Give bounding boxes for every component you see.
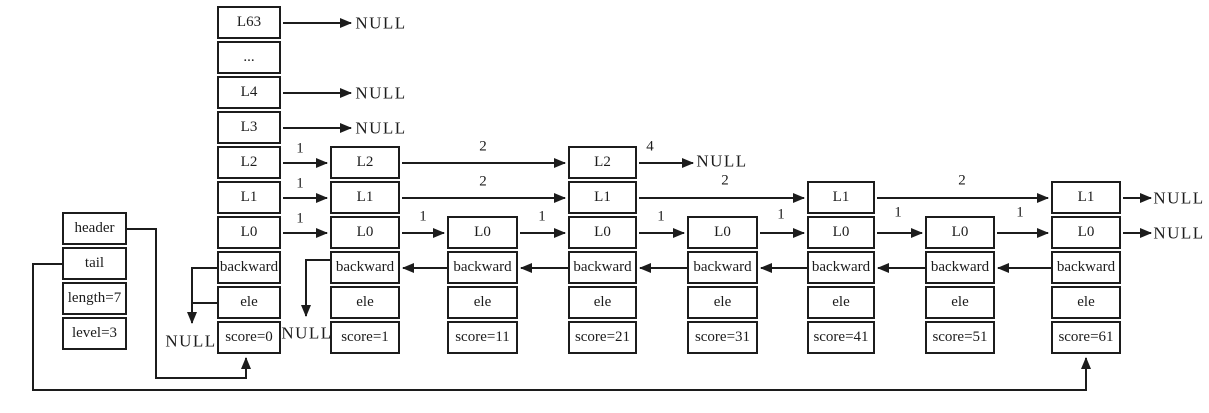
span-label-L1-1: 1 (296, 175, 304, 192)
cell-backward: backward (447, 251, 518, 284)
cell-backward: backward (217, 251, 281, 284)
span-label-L0-4: 1 (657, 208, 665, 225)
cell-L2: L2 (568, 146, 637, 179)
node-tower-4: L0 backward ele score=31 (687, 216, 758, 356)
cell-L1: L1 (330, 181, 400, 214)
null-label-L2-end: NULL (696, 151, 748, 171)
cell-ele: ele (568, 286, 637, 319)
cell-L0: L0 (568, 216, 637, 249)
span-label-L0-5: 1 (777, 206, 785, 223)
cell-L0: L0 (330, 216, 400, 249)
span-label-L0-6: 1 (894, 204, 902, 221)
cell-score: score=31 (687, 321, 758, 354)
cell-backward: backward (330, 251, 400, 284)
span-label-L0-1: 1 (296, 210, 304, 227)
span-label-L2-3: 4 (646, 138, 654, 155)
node-tower-2: L0 backward ele score=11 (447, 216, 518, 356)
cell-ellipsis: ... (217, 41, 281, 74)
span-label-L0-7: 1 (1016, 204, 1024, 221)
cell-ele: ele (447, 286, 518, 319)
null-label-L63: NULL (355, 13, 407, 33)
span-label-L1-2: 2 (479, 173, 487, 190)
span-label-L2-1: 1 (296, 140, 304, 157)
span-label-L0-3: 1 (538, 208, 546, 225)
cell-L0: L0 (447, 216, 518, 249)
cell-score: score=21 (568, 321, 637, 354)
cell-ele: ele (217, 286, 281, 319)
info-cell-level: level=3 (62, 317, 127, 350)
cell-score: score=61 (1051, 321, 1121, 354)
cell-L3: L3 (217, 111, 281, 144)
cell-L4: L4 (217, 76, 281, 109)
cell-L1: L1 (807, 181, 875, 214)
span-label-L2-2: 2 (479, 138, 487, 155)
cell-score: score=11 (447, 321, 518, 354)
cell-score: score=0 (217, 321, 281, 354)
info-cell-length: length=7 (62, 282, 127, 315)
cell-score: score=51 (925, 321, 995, 354)
cell-L0: L0 (925, 216, 995, 249)
cell-backward: backward (807, 251, 875, 284)
span-label-L1-4: 2 (958, 172, 966, 189)
cell-L1: L1 (217, 181, 281, 214)
info-box: header tail length=7 level=3 (62, 212, 127, 352)
node-tower-5: L1 L0 backward ele score=41 (807, 181, 875, 356)
info-cell-tail: tail (62, 247, 127, 280)
cell-ele: ele (1051, 286, 1121, 319)
cell-L1: L1 (568, 181, 637, 214)
node-tower-3: L2 L1 L0 backward ele score=21 (568, 146, 637, 356)
cell-L0: L0 (807, 216, 875, 249)
cell-backward: backward (687, 251, 758, 284)
cell-ele: ele (330, 286, 400, 319)
cell-score: score=1 (330, 321, 400, 354)
header-tower: L63 ... L4 L3 L2 L1 L0 backward ele scor… (217, 6, 281, 356)
span-label-L1-3: 2 (721, 172, 729, 189)
cell-L0: L0 (217, 216, 281, 249)
cell-L2: L2 (330, 146, 400, 179)
cell-L0: L0 (1051, 216, 1121, 249)
node-tower-6: L0 backward ele score=51 (925, 216, 995, 356)
span-label-L0-2: 1 (419, 208, 427, 225)
null-label-L1-end: NULL (1153, 188, 1205, 208)
cell-backward: backward (925, 251, 995, 284)
cell-ele: ele (807, 286, 875, 319)
cell-L1: L1 (1051, 181, 1121, 214)
cell-L63: L63 (217, 6, 281, 39)
null-label-header-backward: NULL (165, 331, 217, 351)
cell-ele: ele (925, 286, 995, 319)
null-label-L3: NULL (355, 118, 407, 138)
null-label-L0-end: NULL (1153, 223, 1205, 243)
node-tower-7: L1 L0 backward ele score=61 (1051, 181, 1121, 356)
cell-score: score=41 (807, 321, 875, 354)
cell-backward: backward (1051, 251, 1121, 284)
cell-backward: backward (568, 251, 637, 284)
cell-ele: ele (687, 286, 758, 319)
cell-L0: L0 (687, 216, 758, 249)
null-label-L4: NULL (355, 83, 407, 103)
cell-L2: L2 (217, 146, 281, 179)
node-tower-1: L2 L1 L0 backward ele score=1 (330, 146, 400, 356)
info-cell-header: header (62, 212, 127, 245)
null-label-node1-backward: NULL (281, 323, 333, 343)
